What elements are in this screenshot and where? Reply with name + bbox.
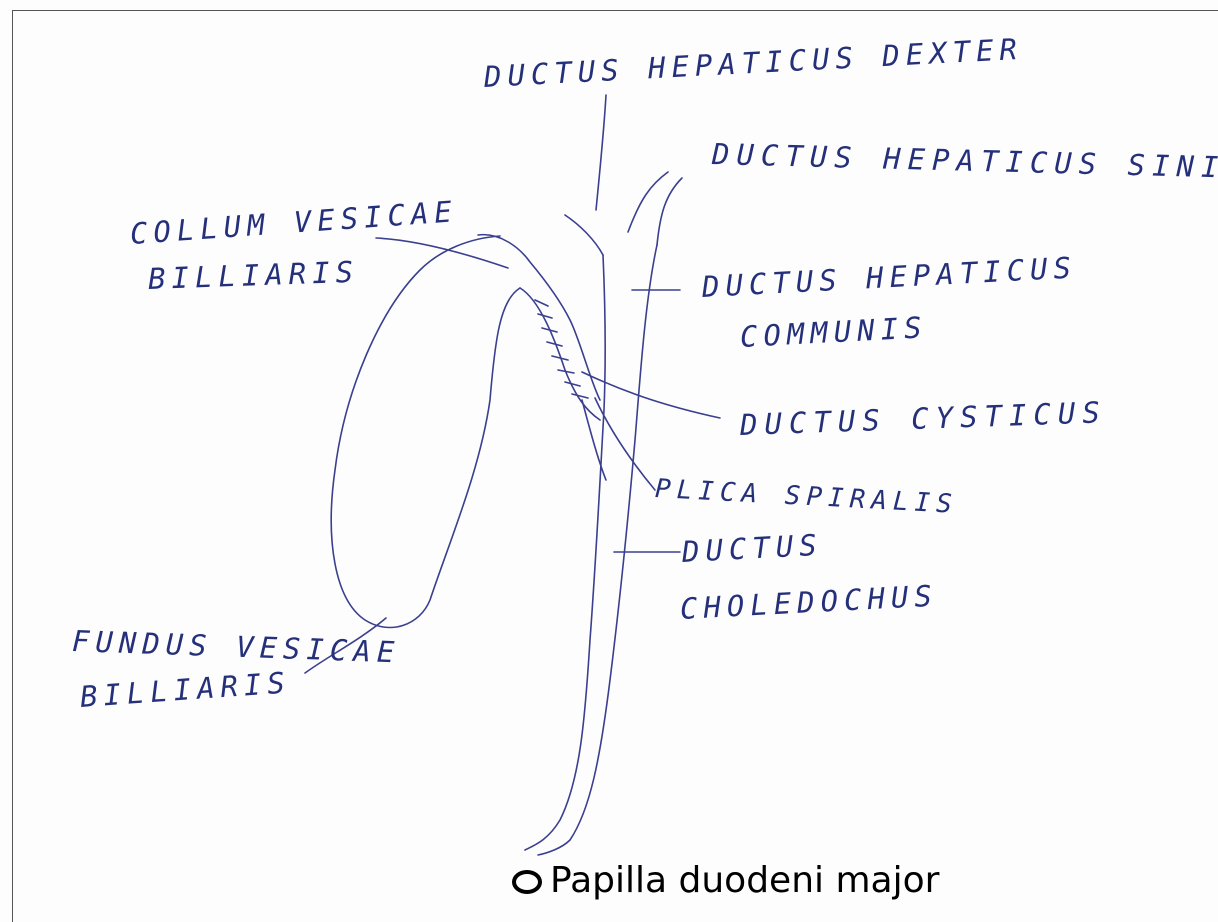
plica-spiralis-folds <box>535 300 588 398</box>
left-hepatic-duct <box>628 172 668 232</box>
common-duct-left-wall <box>525 255 605 850</box>
right-hepatic-duct <box>596 95 606 210</box>
label-papilla-duodeni-major: Papilla duodeni major <box>550 860 939 901</box>
common-duct-right-wall <box>538 245 657 855</box>
gallbladder-outline <box>331 236 520 627</box>
pointer-cysticus <box>582 372 720 418</box>
gallbladder-neck <box>478 235 600 400</box>
papilla-marker-icon <box>512 870 542 894</box>
hepatic-confluence <box>565 215 603 255</box>
left-hepatic-duct-outer <box>657 178 682 245</box>
cystic-duct-inner <box>520 288 600 420</box>
